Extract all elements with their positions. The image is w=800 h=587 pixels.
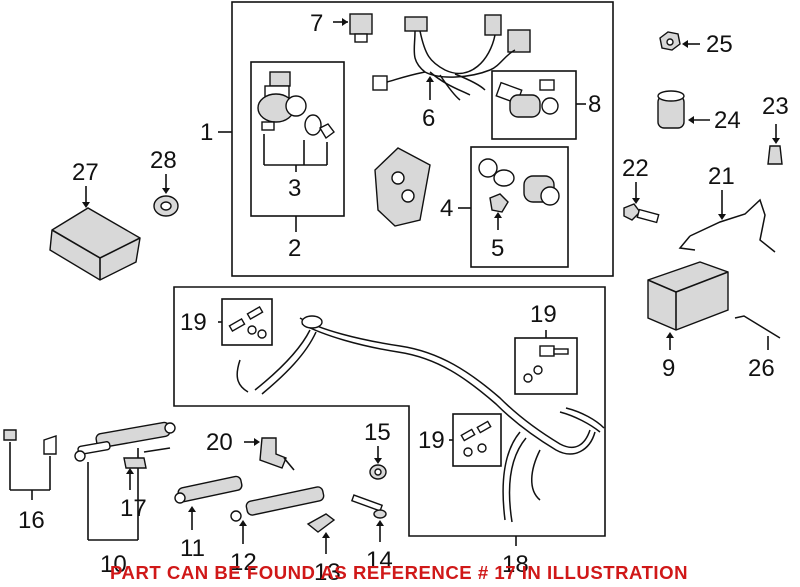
- part-17: [123, 447, 171, 469]
- callout-27: 27: [72, 159, 99, 186]
- callout-18: 18: [502, 551, 529, 578]
- callout-24: 24: [714, 107, 741, 134]
- fittings-19-left: [228, 305, 267, 339]
- hydraulic-lines-part-18: [236, 315, 605, 523]
- group-box-4-5: [470, 146, 569, 268]
- grommet-part-28: [153, 195, 179, 217]
- callout-25: 25: [706, 31, 733, 58]
- bolt-part-22: [623, 203, 660, 224]
- callout-19-left: 19: [180, 309, 207, 336]
- group-box-2-3: [250, 61, 345, 217]
- nut-part-25: [659, 31, 681, 51]
- relay-part-7: [349, 13, 373, 43]
- callout-12: 12: [230, 549, 257, 576]
- callout-13: 13: [314, 559, 341, 586]
- callout-19-lower: 19: [418, 427, 445, 454]
- callout-17: 17: [120, 495, 147, 522]
- pump-assembly-part-2: [257, 71, 335, 140]
- reference-note: PART CAN BE FOUND AS REFERENCE # 17 IN I…: [110, 563, 688, 583]
- callout-4: 4: [440, 195, 453, 222]
- group-box-19-left: [221, 298, 273, 346]
- callout-26: 26: [748, 355, 775, 382]
- callout-2: 2: [288, 235, 301, 262]
- bolt-part-14: [350, 494, 387, 519]
- group-box-19-lower: [452, 413, 502, 467]
- callout-3: 3: [288, 175, 301, 202]
- bracket-part-21: [678, 198, 776, 253]
- callout-14: 14: [366, 547, 393, 574]
- control-unit-part-27: [49, 207, 141, 281]
- callout-23: 23: [762, 93, 789, 120]
- callout-28: 28: [150, 147, 177, 174]
- group-box-1: [231, 1, 614, 277]
- clips-part-16: [3, 429, 57, 455]
- callout-16: 16: [18, 507, 45, 534]
- strut-part-12: [230, 486, 325, 522]
- cap-part-23: [767, 145, 783, 165]
- group-box-18: [173, 286, 606, 537]
- callout-11: 11: [180, 535, 205, 562]
- callout-15: 15: [364, 419, 391, 446]
- callout-22: 22: [622, 155, 649, 182]
- group-box-8: [491, 70, 577, 140]
- clip-part-13: [306, 513, 336, 533]
- module-part-9: [647, 261, 729, 331]
- callout-8: 8: [588, 91, 601, 118]
- rod-part-26: [734, 315, 781, 339]
- callout-7: 7: [310, 10, 323, 37]
- callout-21: 21: [708, 163, 735, 190]
- callout-9: 9: [662, 355, 675, 382]
- callout-19-right: 19: [530, 301, 557, 328]
- callout-20: 20: [206, 429, 233, 456]
- part-20: [259, 437, 295, 471]
- mounting-block: [374, 147, 431, 227]
- strut-part-11: [174, 475, 243, 504]
- fittings-19-right: [523, 345, 569, 383]
- bushing-part-24: [657, 90, 685, 129]
- sensor-part-8: [495, 79, 559, 118]
- strut-part-10: [74, 421, 176, 462]
- fittings-19-lower: [460, 420, 492, 457]
- callout-1: 1: [200, 119, 213, 146]
- callout-10: 10: [100, 551, 127, 578]
- valve-part-4: [478, 158, 560, 213]
- callout-6: 6: [422, 105, 435, 132]
- washer-part-15: [369, 464, 387, 480]
- wiring-harness-part-6: [372, 14, 531, 101]
- callout-5: 5: [491, 235, 504, 262]
